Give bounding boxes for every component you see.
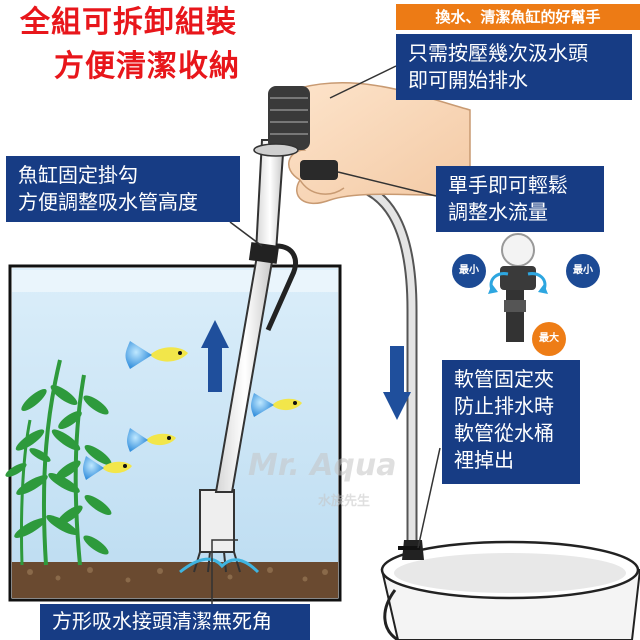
callout-press-to-start: 只需按壓幾次汲水頭 即可開始排水 [396, 34, 632, 100]
watermark-sub: 水族先生 [318, 494, 371, 509]
hand-and-pump-bulb [253, 81, 471, 205]
rigid-siphon-tube [214, 139, 298, 493]
callout-square-nozzle: 方形吸水接頭清潔無死角 [40, 604, 310, 640]
aquarium [8, 264, 342, 602]
valve-label-min-left: 最小 [452, 254, 486, 288]
valve-label-max: 最大 [532, 322, 566, 356]
guppy-fish [83, 341, 302, 480]
flow-valve-closeup [488, 233, 548, 342]
headline-line-2: 方便清潔收納 [54, 49, 240, 84]
headline-line-1: 全組可拆卸組裝 [20, 5, 237, 40]
aquarium-plants [5, 359, 112, 566]
upward-flow-arrow [201, 320, 229, 392]
callout-hose-clip: 軟管固定夾 防止排水時 軟管從水桶 裡掉出 [442, 360, 580, 484]
top-right-tag: 換水、清潔魚缸的好幫手 [396, 4, 640, 30]
callout-flow-control: 單手即可輕鬆 調整水流量 [436, 166, 604, 232]
callout-leader-lines [211, 65, 441, 610]
callout-tank-hook: 魚缸固定掛勾 方便調整吸水管高度 [6, 156, 240, 222]
valve-label-min-right: 最小 [566, 254, 600, 288]
downward-flow-arrow [383, 346, 411, 420]
watermark-brand: Mr. Aqua [248, 448, 397, 483]
water-bucket [380, 540, 640, 640]
square-intake-nozzle [179, 489, 260, 574]
